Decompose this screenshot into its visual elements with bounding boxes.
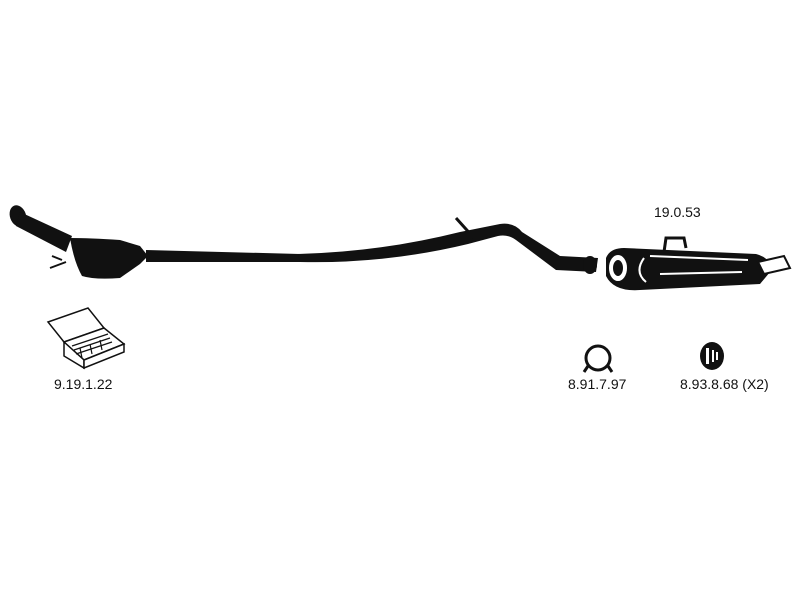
mounting-kit-label: 9.19.1.22: [54, 376, 113, 392]
clamp-label: 8.91.7.97: [568, 376, 627, 392]
clamp-icon: [582, 344, 614, 373]
rear-silencer[interactable]: [606, 236, 792, 291]
rubber-hanger-icon: [700, 342, 724, 370]
middle-pipe[interactable]: [298, 216, 598, 274]
rubber-hanger-label: 8.93.8.68 (X2): [680, 376, 769, 392]
front-pipe-catalytic-converter[interactable]: [7, 203, 300, 279]
rear-silencer-label: 19.0.53: [654, 204, 701, 220]
mounting-kit-icon: [46, 307, 126, 370]
